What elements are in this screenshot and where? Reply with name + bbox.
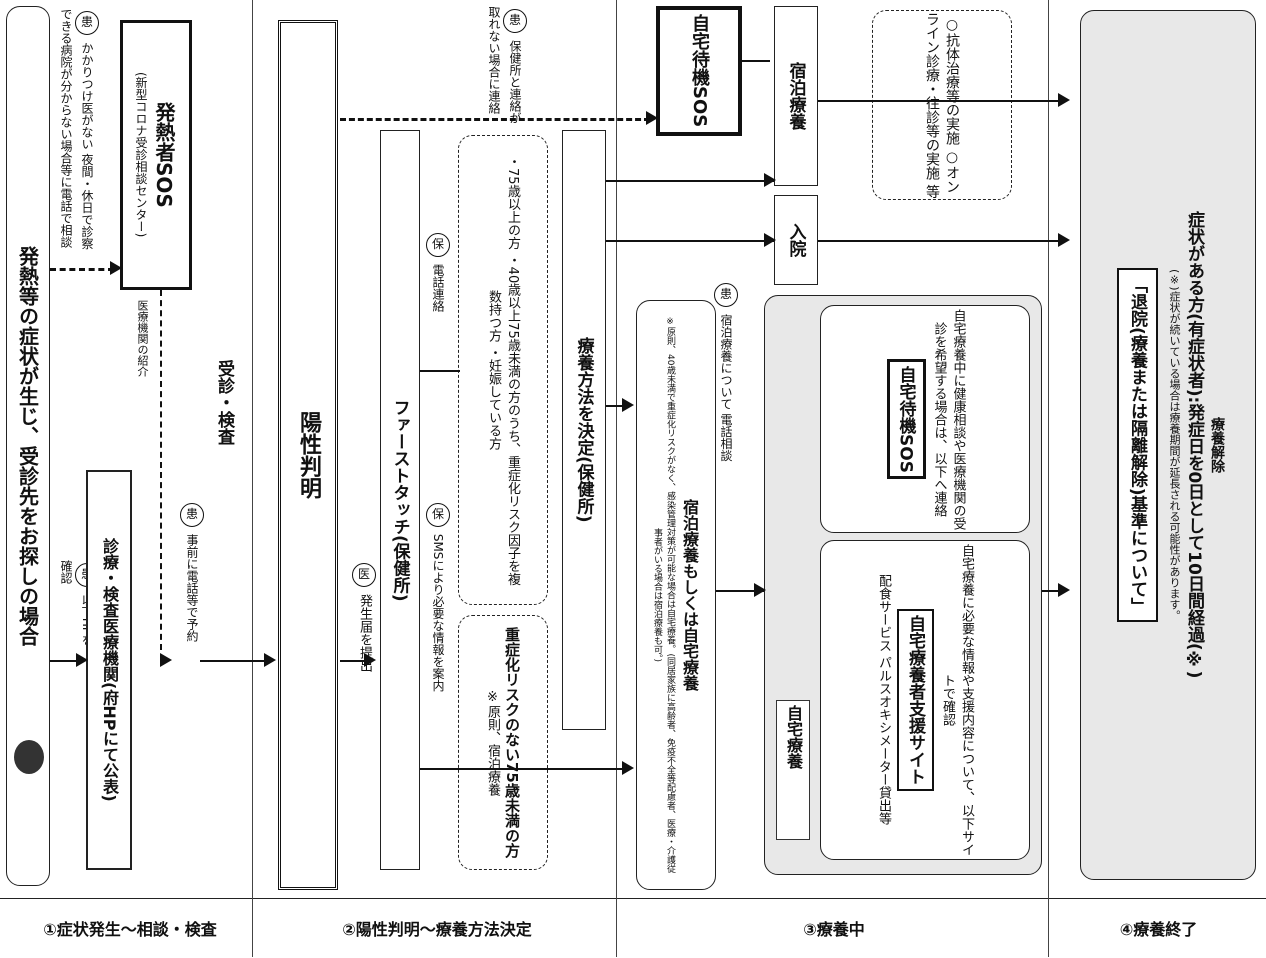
clinic-box: 診療・検査医療機関(府HPにて公表): [86, 470, 132, 870]
sos-top-text: 自宅待機SOS: [689, 14, 710, 128]
home-label: 自宅療養: [776, 700, 810, 840]
arrow-head: [264, 653, 276, 667]
arrow-head: [1058, 233, 1070, 247]
arrow-head: [622, 761, 634, 775]
hotel-box: 宿泊療養: [774, 6, 818, 186]
hotel-or-home-box: 宿泊療養もしくは自宅療養 ※原則、40歳未満で重症化リスクがなく、感染管理対策が…: [636, 300, 716, 890]
decide-box: 療養方法を決定(保健所): [562, 130, 606, 730]
arrow-head: [646, 111, 658, 125]
positive-text: 陽性判明: [296, 411, 321, 499]
first-touch-text: ファーストタッチ(保健所): [389, 398, 410, 602]
first-touch-box: ファーストタッチ(保健所): [380, 130, 420, 870]
stage-2-label: ②陽性判明〜療養方法決定: [342, 919, 532, 939]
decide-text: 療養方法を決定(保健所): [573, 337, 594, 523]
sos-to-hotel: [742, 60, 770, 62]
arrow-head: [764, 233, 776, 247]
reserve-label: 患 事前に電話等で予約: [180, 500, 204, 650]
hotel-text: 宿泊療養: [785, 62, 806, 130]
sms-line: [420, 768, 550, 770]
release-detail: 症状がある方(有症状者):発症日を0日として10日間経過(※): [1184, 211, 1204, 679]
stage-divider-3: [1048, 0, 1049, 957]
decide-to-hotel: [606, 180, 774, 182]
stage1-header: 発熱等の症状が生じ、受診先をお探しの場合: [6, 6, 50, 886]
arrow-head: [110, 261, 122, 275]
high-risk-box: ・75歳以上の方 ・40歳以上75歳未満の方のうち、重症化リスク因子を複数持つ方…: [458, 135, 548, 605]
hoken-badge-2: 保: [426, 233, 450, 257]
exam-label: 受診・検査: [214, 360, 234, 445]
low-risk-note: ※原則、宿泊療養: [485, 689, 500, 796]
sos-dashed-line: [340, 118, 650, 121]
hotel-to-end: [818, 100, 1058, 102]
low-risk-box: 重症化リスクのない75歳未満の方 ※原則、宿泊療養: [458, 615, 548, 870]
fever-sos-box: 発熱者SOS (新型コロナ受診相談センター): [120, 20, 192, 290]
arrow-head: [754, 583, 766, 597]
support-site-text: 自宅療養者支援サイト: [897, 609, 934, 791]
stage-divider-1: [252, 0, 253, 957]
arrow-head: [622, 398, 634, 412]
health-consult-box: 自宅療養中に健康相談や医療機関の受診を希望する場合は、以下へ連絡 自宅待機SOS: [820, 305, 1030, 533]
stage-1-label: ①症状発生〜相談・検査: [43, 919, 217, 939]
hotel-or-home-note: ※原則、40歳未満で重症化リスクがなく、感染管理対策が可能な場合は自宅療養。(同…: [652, 317, 675, 873]
stage-column: [0, 898, 1266, 958]
arrow-to-sos: [50, 268, 114, 271]
referral-label: 医療機関の紹介: [136, 300, 149, 377]
report-label: 医 発生届を提出: [352, 560, 376, 680]
arrow-to-clinic: [50, 660, 82, 662]
stage-3-label: ③療養中: [803, 919, 865, 939]
decide-arrow-2: [606, 405, 628, 407]
doctor-badge: 医: [352, 563, 376, 587]
treatment-box: ○抗体治療等の実施 ○オンライン診療・往診等の実施 等: [872, 10, 1012, 200]
hotel-or-home-text: 宿泊療養もしくは自宅療養: [680, 499, 699, 691]
stage1-header-text: 発熱等の症状が生じ、受診先をお探しの場合: [15, 246, 40, 646]
hoken-unreachable-label: 患 保健所と連絡が取れない場合に連絡: [486, 6, 527, 126]
home-info-box: 自宅療養に必要な情報や支援内容について、以下サイトで確認 自宅療養者支援サイト …: [820, 540, 1030, 860]
phone-line: [420, 370, 460, 372]
arrow-positive-firsttouch: [340, 660, 370, 662]
patient-badge-3: 患: [180, 503, 204, 527]
treatment-text: ○抗体治療等の実施 ○オンライン診療・往診等の実施 等: [924, 11, 960, 199]
fever-sos-sub: (新型コロナ受診相談センター): [134, 72, 148, 238]
health-consult-text: 自宅療養中に健康相談や医療機関の受診を希望する場合は、以下へ連絡: [931, 308, 966, 530]
home-info-text: 自宅療養に必要な情報や支援内容について、以下サイトで確認: [940, 544, 974, 856]
hospital-to-end: [818, 240, 1058, 242]
referral-line: [160, 290, 162, 650]
end-area: 療養解除 症状がある方(有症状者):発症日を0日として10日間経過(※) (※)…: [1080, 10, 1256, 880]
guide-link[interactable]: 「退院(療養または隔離解除)基準について」: [1117, 267, 1158, 623]
low-risk-text: 重症化リスクのない75歳未満の方: [503, 627, 521, 858]
patient-badge-5: 患: [503, 9, 527, 33]
hotel-home-to-homecare: [716, 590, 764, 592]
arrow-head: [764, 173, 776, 187]
hotel-phone-label: 患 宿泊療養について 電話相談: [714, 280, 738, 510]
decide-arrow: [548, 768, 628, 770]
arrow-head: [76, 653, 88, 667]
sos-top-box: 自宅待機SOS: [656, 6, 742, 136]
arrow-head: [364, 653, 376, 667]
release-note: (※)症状が続いている場合は療養期間が延長される可能性があります。: [1168, 269, 1181, 621]
arrow-head: [1058, 583, 1070, 597]
decide-to-hospital: [606, 240, 774, 242]
arrow-head: [1058, 93, 1070, 107]
phone-label: 保 電話連絡: [426, 230, 450, 370]
home-to-end: [1042, 590, 1066, 592]
hospital-text: 入院: [785, 223, 806, 257]
patient-badge-2: 患: [75, 11, 99, 35]
hoken-badge: 保: [426, 503, 450, 527]
high-risk-text: ・75歳以上の方 ・40歳以上75歳未満の方のうち、重症化リスク因子を複数持つ方…: [486, 154, 520, 586]
arrow-head: [160, 653, 172, 667]
release-title: 療養解除: [1209, 417, 1225, 473]
patient-badge-4: 患: [714, 283, 738, 307]
services-text: 配食サービス パルスオキシメーター貸出等: [876, 574, 891, 826]
arrow-to-stage2: [200, 660, 270, 662]
positive-box: 陽性判明: [278, 20, 338, 890]
sos-home-text: 自宅待機SOS: [886, 358, 926, 480]
sms-label: 保 SMSにより必要な情報を案内: [426, 500, 450, 740]
fever-sos-title: 発熱者SOS: [152, 102, 176, 208]
hospital-box: 入院: [774, 195, 818, 285]
stage-divider-2: [616, 0, 617, 957]
person-icon: [14, 740, 44, 774]
stage-4-label: ④療養終了: [1119, 919, 1198, 939]
no-doctor-note: 患 かかりつけ医がない 夜間・休日で診察できる病院が分からない場合等に電話で相談: [58, 8, 99, 258]
